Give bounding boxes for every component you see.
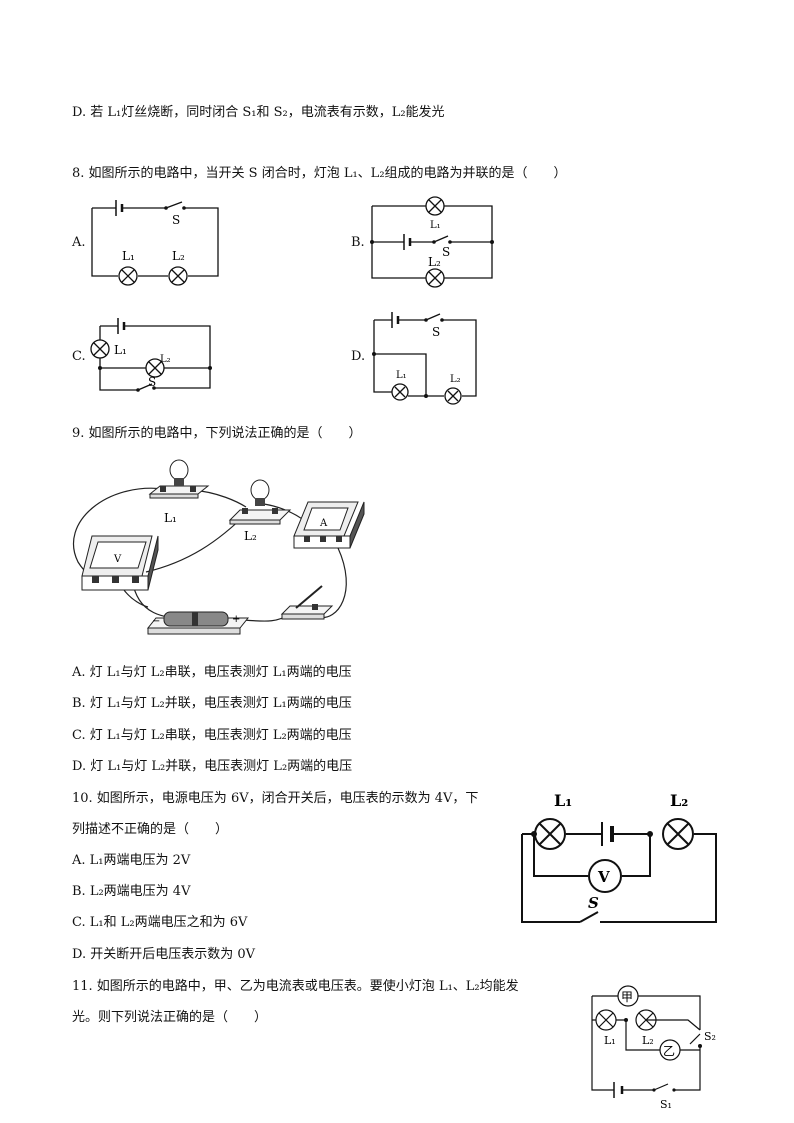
q8c-l1-label: L₁ xyxy=(114,343,127,357)
q8-option-d-label: D. xyxy=(351,349,366,364)
q8-circuit-c: L₁ L₂ S xyxy=(90,318,212,392)
q10-option-a: A. L₁两端电压为 2V xyxy=(72,853,191,868)
q9-lamp-l1 xyxy=(148,459,210,499)
q9-minus-label: − xyxy=(152,616,160,627)
q11-yi-label: 乙 xyxy=(663,1044,675,1058)
q10-l1-label: L₁ xyxy=(554,791,572,810)
q8a-l1-label: L₁ xyxy=(122,249,135,263)
q10-circuit: L₁ L₂ V S xyxy=(521,791,717,923)
q9-stem: 9. 如图所示的电路中，下列说法正确的是（ ） xyxy=(72,426,362,441)
q8-option-b-label: B. xyxy=(351,235,365,250)
q8a-s-label: S xyxy=(172,213,180,227)
q11-jia-label: 甲 xyxy=(621,990,633,1004)
q11-l1-label: L₁ xyxy=(604,1034,616,1047)
q8-option-c-label: C. xyxy=(72,349,86,364)
q9-option-c: C. 灯 L₁与灯 L₂串联，电压表测灯 L₂两端的电压 xyxy=(72,728,352,743)
q8c-s-label: S xyxy=(148,375,156,389)
q9-voltmeter xyxy=(81,535,159,591)
q8b-l2-label: L₂ xyxy=(428,255,441,269)
q11-circuit: 甲 乙 L₁ L₂ S₂ S₁ xyxy=(591,985,716,1111)
q10-voltmeter-label: V xyxy=(597,868,610,886)
q8-stem: 8. 如图所示的电路中，当开关 S 闭合时，灯泡 L₁、L₂组成的电路为并联的是… xyxy=(72,166,567,181)
q8d-l1-label: L₁ xyxy=(396,370,407,381)
q9-physical-circuit: L₁ L₂ A V − + xyxy=(72,459,365,635)
q8-circuit-a: S L₁ L₂ xyxy=(91,200,219,286)
q9-switch xyxy=(280,585,334,620)
q8-circuit-d: S L₁ L₂ xyxy=(372,312,477,405)
q10-l2-label: L₂ xyxy=(670,791,688,810)
q8d-l2-label: L₂ xyxy=(450,374,461,385)
q8b-l1-label: L₁ xyxy=(430,220,441,231)
q10-stem-line1: 10. 如图所示，电源电压为 6V，闭合开关后，电压表的示数为 4V，下 xyxy=(72,791,479,806)
q10-stem-line2: 列描述不正确的是（ ） xyxy=(72,822,229,837)
q9-option-d: D. 灯 L₁与灯 L₂并联，电压表测灯 L₂两端的电压 xyxy=(72,759,353,774)
q8c-l2-label: L₂ xyxy=(160,354,171,365)
q10-s-label: S xyxy=(588,894,599,912)
q7-option-d: D. 若 L₁灯丝烧断，同时闭合 S₁和 S₂，电流表有示数，L₂能发光 xyxy=(72,105,445,120)
q10-option-c: C. L₁和 L₂两端电压之和为 6V xyxy=(72,915,248,930)
q8-circuit-b: L₁ S L₂ xyxy=(370,196,494,288)
q9-battery xyxy=(146,611,250,635)
q9-voltmeter-label: V xyxy=(113,554,122,565)
q9-option-b: B. 灯 L₁与灯 L₂并联，电压表测灯 L₁两端的电压 xyxy=(72,696,352,711)
q8b-s-label: S xyxy=(442,245,450,259)
q9-l2-label: L₂ xyxy=(244,529,257,543)
q11-stem-line1: 11. 如图所示的电路中，甲、乙为电流表或电压表。要使小灯泡 L₁、L₂均能发 xyxy=(72,979,519,994)
q11-s1-label: S₁ xyxy=(660,1098,672,1111)
q9-ammeter xyxy=(293,501,365,549)
q9-lamp-l2 xyxy=(228,479,292,525)
q11-s2-label: S₂ xyxy=(704,1030,716,1043)
q9-option-a: A. 灯 L₁与灯 L₂串联，电压表测灯 L₁两端的电压 xyxy=(72,665,352,680)
q8-option-a-label: A. xyxy=(72,235,86,250)
q8a-l2-label: L₂ xyxy=(172,249,185,263)
q11-l2-label: L₂ xyxy=(642,1034,654,1047)
q9-ammeter-label: A xyxy=(319,518,328,529)
q9-l1-label: L₁ xyxy=(164,511,177,525)
q8d-s-label: S xyxy=(432,325,440,339)
q11-stem-line2: 光。则下列说法正确的是（ ） xyxy=(72,1010,268,1025)
q9-plus-label: + xyxy=(232,614,240,625)
q10-option-d: D. 开关断开后电压表示数为 0V xyxy=(72,947,256,962)
q10-option-b: B. L₂两端电压为 4V xyxy=(72,884,191,899)
